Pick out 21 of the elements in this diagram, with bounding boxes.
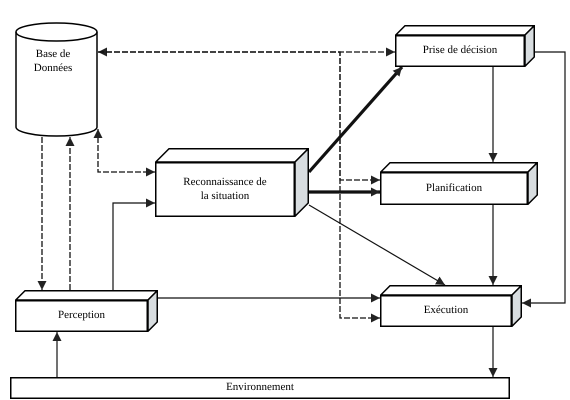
arrow (112, 198, 155, 290)
arrow (488, 67, 498, 162)
arrow (522, 51, 566, 308)
node-label: Environnement (226, 381, 294, 395)
node-label: Planification (426, 182, 482, 196)
node-label: Perception (58, 309, 106, 323)
arrow (94, 129, 155, 176)
arrow (66, 137, 74, 290)
arrow (488, 205, 498, 285)
arrow (488, 327, 498, 377)
arrow (52, 332, 62, 377)
arrow (98, 51, 380, 322)
arrow (308, 66, 404, 174)
node-label: Base de Données (32, 48, 74, 76)
arrow (308, 204, 446, 286)
node-label: Exécution (424, 304, 468, 318)
node-label: Prise de décision (422, 44, 498, 58)
node-label: Reconnaissance de la situation (182, 176, 268, 204)
arrow (309, 188, 380, 196)
arrow (38, 137, 46, 290)
arrow (98, 48, 395, 56)
